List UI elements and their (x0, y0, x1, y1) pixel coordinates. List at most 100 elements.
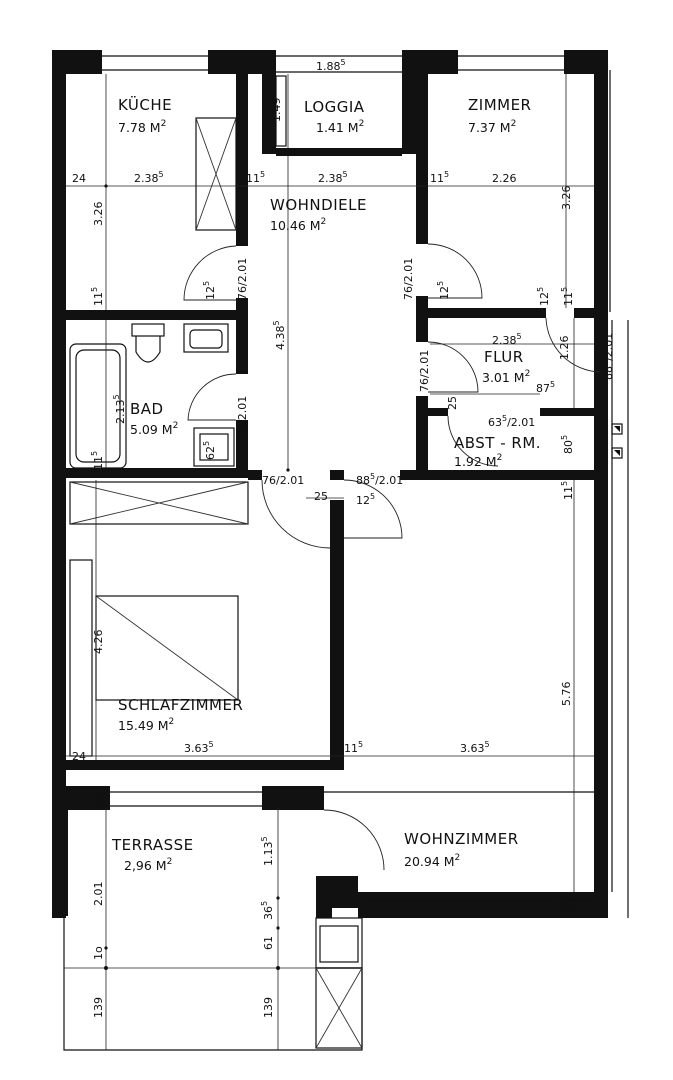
room-name-kueche: KÜCHE (118, 95, 172, 114)
dim-wohn-width: 3.635 (460, 740, 490, 755)
room-name-loggia: LOGGIA (304, 98, 365, 116)
dim-115-e: 115 (90, 451, 105, 470)
dim-139-b: 139 (262, 997, 275, 1018)
schlaf-wohn-wall (330, 500, 344, 762)
dim-25-a: 25 (446, 396, 459, 410)
dim-door-abst: 635/2.01 (488, 414, 535, 429)
flur-abst-wall-b (540, 408, 608, 416)
dim-1o: 1o (92, 946, 105, 960)
dim-loggia-height: 1.49 (270, 98, 283, 123)
bathtub (69, 343, 127, 469)
kitchen-bottom-wall (66, 310, 248, 320)
dim-115-g: 115 (344, 740, 363, 755)
doors (183, 243, 601, 871)
dimension-ticks (104, 184, 290, 970)
room-name-abst: ABST - RM. (454, 434, 541, 452)
outer-wall-top-left (52, 50, 102, 74)
dim-365-b: 365 (260, 901, 275, 920)
dim-61: 61 (262, 936, 275, 950)
flur-abst-wall-a (428, 408, 448, 416)
toilet (131, 323, 165, 337)
dim-7: 7 (566, 407, 579, 414)
outer-wall-right-top (594, 50, 608, 312)
dim-door-flur: 76/2.01 (418, 350, 431, 392)
loggia-wall-right (402, 50, 416, 154)
terrace-corner-wall-b (332, 876, 358, 908)
dim-door-kitchen: 76/2.01 (236, 258, 249, 300)
door-wohn (343, 479, 403, 539)
dim-24-top: 24 (72, 172, 86, 185)
dim-125-b: 125 (436, 281, 451, 300)
zimmer-left-wall-low (416, 296, 428, 342)
room-area-terrasse: 2,96 M2 (124, 857, 172, 873)
flur-left-wall (416, 396, 428, 478)
dim-365-c: 365 (558, 895, 573, 914)
dim-24-bottom: 24 (72, 750, 86, 763)
zimmer-bottom-wall-right (574, 308, 608, 318)
door-zimmer (427, 243, 483, 299)
room-name-wohnzimmer: WOHNZIMMER (404, 830, 519, 848)
outer-wall-right (594, 312, 608, 892)
south-wall-a (52, 786, 110, 810)
dim-diele-height: 4.385 (272, 320, 287, 350)
zimmer-bottom-wall (416, 308, 546, 318)
wohn-bottom-wall (358, 892, 608, 918)
room-area-abst: 1.92 M2 (454, 453, 502, 469)
dimension-labels: 1.885 24 2.385 115 2.385 115 2.26 2.385 … (72, 58, 615, 1018)
bad-bottom-wall (66, 468, 248, 478)
dim-115-b: 115 (430, 170, 449, 185)
dim-door-schlaf: 76/2.01 (262, 474, 304, 487)
dim-wohn-height: 5.76 (560, 682, 573, 707)
room-area-wohnzimmer: 20.94 M2 (404, 853, 460, 869)
zimmer-left-wall (416, 74, 428, 244)
schlaf-top-wall (248, 470, 262, 480)
dim-diele-width: 2.385 (318, 170, 348, 185)
room-name-flur: FLUR (484, 348, 524, 366)
door-flur (427, 341, 479, 393)
dim-door-entrance: 885/2.01 (600, 333, 615, 380)
door-entrance (545, 317, 601, 373)
door-terrace (323, 809, 385, 871)
terrace-left-edge (64, 806, 68, 916)
dim-125-d: 125 (356, 492, 375, 507)
dim-115-f: 115 (560, 481, 575, 500)
dim-805: 805 (560, 435, 575, 454)
dim-door-zimmer: 76/2.01 (402, 258, 415, 300)
dimension-lines (66, 74, 594, 1050)
room-name-schlafzimmer: SCHLAFZIMMER (118, 696, 243, 714)
dim-115-c: 115 (90, 287, 105, 306)
terrace-washbasin (319, 925, 359, 963)
bad-right-wall-low (236, 420, 248, 478)
dim-625: 625 (202, 441, 217, 460)
dim-schlaf-height: 4.26 (92, 630, 105, 655)
loggia-wall-bottom (276, 148, 402, 156)
dim-bad-height: 2.135 (112, 394, 127, 424)
dim-125-a: 125 (202, 281, 217, 300)
dim-kueche-width: 2.385 (134, 170, 164, 185)
divider-top-a (330, 470, 344, 480)
dim-door-bad: 76/2.01 (236, 396, 249, 438)
door-bad (187, 373, 237, 421)
room-area-zimmer: 7.37 M2 (468, 119, 516, 135)
dim-zimmer-width: 2.26 (492, 172, 517, 185)
room-name-wohndiele: WOHNDIELE (270, 196, 367, 214)
room-name-zimmer: ZIMMER (468, 96, 531, 114)
dim-115-a: 115 (246, 170, 265, 185)
dim-loggia-width: 1.885 (316, 58, 346, 73)
room-area-loggia: 1.41 M2 (316, 119, 364, 135)
dim-schlaf-width: 3.635 (184, 740, 214, 755)
room-area-schlafzimmer: 15.49 M2 (118, 717, 174, 733)
dim-terrasse-height: 2.01 (92, 882, 105, 907)
room-name-bad: BAD (130, 400, 164, 418)
dim-875: 875 (536, 380, 555, 395)
divider-top-b (400, 470, 418, 480)
dim-zimmer-height: 3.26 (560, 186, 573, 211)
schlaf-bottom-wall (66, 760, 344, 770)
dim-flur-width: 2.385 (492, 332, 522, 347)
room-name-terrasse: TERRASSE (111, 836, 194, 854)
terrace-corner-wall (316, 876, 332, 918)
dim-kueche-height: 3.26 (92, 202, 105, 227)
dim-139-a: 139 (92, 997, 105, 1018)
room-area-bad: 5.09 M2 (130, 421, 178, 437)
